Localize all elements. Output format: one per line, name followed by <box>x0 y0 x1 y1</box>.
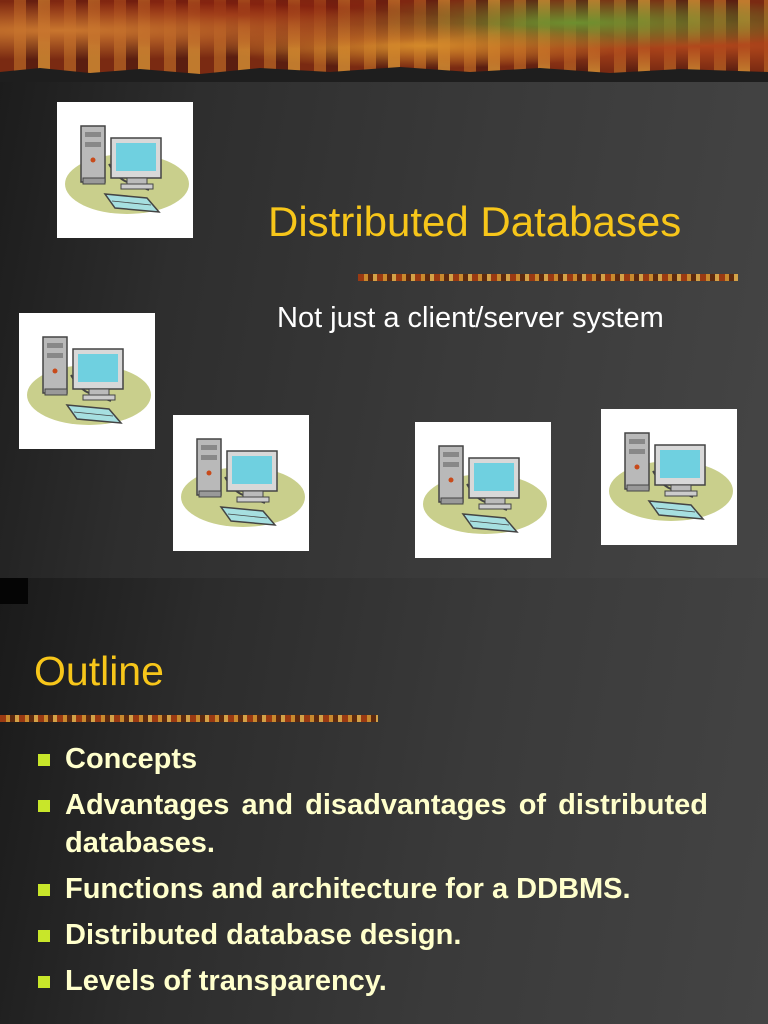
outline-divider <box>0 715 378 722</box>
slide-subtitle: Not just a client/server system <box>277 302 664 334</box>
texture-banner <box>0 0 768 76</box>
slide-corner-shadow <box>0 578 28 604</box>
list-item: Levels of transparency. <box>36 962 708 1000</box>
slide-distributed-databases: Distributed Databases Not just a client/… <box>0 0 768 578</box>
outline-title: Outline <box>34 648 164 694</box>
computer-icon <box>19 313 155 449</box>
title-divider <box>358 274 738 281</box>
list-item: Functions and architecture for a DDBMS. <box>36 870 708 908</box>
square-bullet-icon <box>38 976 50 988</box>
square-bullet-icon <box>38 884 50 896</box>
list-item-text: Levels of transparency. <box>65 965 387 997</box>
slide-outline: Outline Concepts Advantages and disadvan… <box>0 578 768 1024</box>
list-item: Concepts <box>36 740 708 778</box>
slide-title: Distributed Databases <box>268 198 682 245</box>
square-bullet-icon <box>38 754 50 766</box>
square-bullet-icon <box>38 800 50 812</box>
list-item-text: Advantages and disadvantages of distribu… <box>65 789 708 859</box>
outline-list: Concepts Advantages and disadvantages of… <box>36 740 708 1008</box>
computer-icon <box>601 409 737 545</box>
list-item-text: Distributed database design. <box>65 919 462 951</box>
computer-icon <box>415 422 551 558</box>
list-item-text: Concepts <box>65 743 198 775</box>
list-item: Distributed database design. <box>36 916 708 954</box>
computer-icon <box>173 415 309 551</box>
list-item-text: Functions and architecture for a DDBMS. <box>65 873 631 905</box>
list-item: Advantages and disadvantages of distribu… <box>36 786 708 862</box>
square-bullet-icon <box>38 930 50 942</box>
torn-edge <box>0 67 768 82</box>
computer-icon <box>57 102 193 238</box>
